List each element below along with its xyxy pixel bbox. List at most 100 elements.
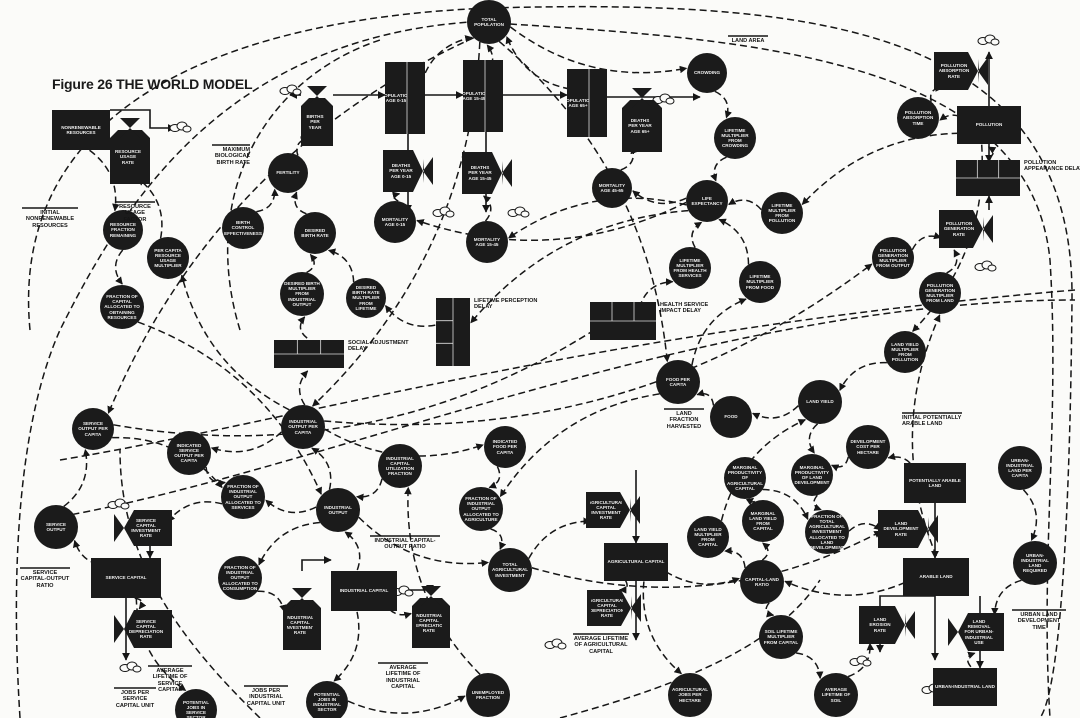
initial-arable-parameter: Initial Potentially Arable Land (902, 412, 962, 427)
node-label: Population Age 15-45 (463, 90, 485, 101)
ag-jobs-aux: Agricultural Jobs per Hectare (668, 673, 712, 717)
valve-icon (423, 157, 433, 185)
info-link-fraction-to-ag-to-total-ag-investment (490, 528, 507, 550)
fraction-to-ag-aux: Fraction of Industrial Output Allocated … (459, 487, 503, 531)
node-label: Land Erosion Rate (869, 617, 891, 633)
info-link-fertility-to-births (296, 136, 309, 156)
node-label: Pollution Generation Multiplier from Lan… (924, 282, 956, 304)
ag-capital-investment-rate-rate: Agricultural Capital Investment Rate (586, 492, 640, 528)
auxiliary-circle (714, 117, 756, 159)
cloud-sink-icon (507, 206, 530, 218)
potential-jobs-service-aux: Potential Jobs in Service Sector (175, 689, 217, 718)
valve-icon (632, 88, 652, 108)
auxiliary-circle (884, 331, 926, 373)
auxiliary-circle (846, 425, 890, 469)
cloud-sink-icon (279, 84, 302, 96)
info-link-arable-land-to-capital-land-ratio (784, 576, 916, 596)
info-link-mortality-0-15-to-deaths-0-15 (392, 191, 401, 202)
total-ag-investment-aux: Total Agricultural Investment (488, 548, 532, 592)
rate-body (462, 152, 502, 194)
land-development-rate-rate: Land Development Rate (878, 510, 938, 548)
land-erosion-rate-rate: Land Erosion Rate (859, 606, 915, 644)
auxiliary-circle (687, 516, 729, 558)
cloud-sink-icon (849, 655, 872, 667)
node-label: Service Capital (105, 575, 147, 581)
industrial-output-aux: Industrial Output (316, 488, 360, 532)
level-box (567, 69, 607, 137)
auxiliary-circle (378, 444, 422, 488)
info-link-soil-lifetime-mult-to-average-soil-lifetime (796, 652, 824, 680)
rate-body (412, 598, 450, 648)
node-label: Land Yield Multiplier from Pollution (891, 341, 919, 363)
node-label: Lifetime Perception Delay (474, 298, 538, 311)
material-flow (301, 556, 332, 571)
info-link-industrial-output-to-fraction-to-services (265, 499, 317, 514)
auxiliary-circle (466, 221, 508, 263)
rate-body (301, 98, 333, 146)
auxiliary-circle (805, 510, 849, 554)
per-capita-resource-mult-aux: Per Capita Resource Usage Multiplier (147, 237, 189, 279)
info-link-agricultural-capital-to-ag-jobs (642, 581, 682, 675)
auxiliary-circle (919, 272, 961, 314)
auxiliary-circle (281, 405, 325, 449)
auxiliary-circle (686, 180, 728, 222)
auxiliary-circle (103, 210, 143, 250)
level-box (957, 106, 1021, 144)
node-label: Capital-Land Ratio (745, 576, 779, 587)
node-label: Fraction of Capital Allocated to Obtaini… (104, 293, 140, 320)
feedback-loop (15, 21, 471, 718)
node-label: Agricultural Capital Investment Rate (590, 499, 622, 521)
info-link-arable-land-to-pollution-gen-land (911, 314, 941, 557)
node-label: Resource Usage Factor (119, 204, 151, 223)
marginal-prod-land-dev-aux: Marginal Productivity of Land Developmen… (791, 454, 833, 496)
rate-body (878, 510, 928, 548)
node-label: Food (724, 414, 738, 420)
info-link-industrial-output-per-capita-to-indicated-service (210, 431, 283, 454)
auxiliary-circle (687, 53, 727, 93)
info-link-lifetime-to-mortality-15-45 (508, 197, 687, 239)
land-yield-aux: Land Yield (798, 380, 842, 424)
valve-icon (292, 588, 312, 608)
info-link-desired-birth-mult-to-desired-birth-rate (306, 253, 318, 274)
node-label: Fraction of Total Agricultural Investmen… (808, 513, 846, 551)
node-label: Nonrenewable Resources (61, 124, 101, 135)
pollution-absorption-rate-rate: Pollution Absorption Rate (934, 52, 988, 90)
auxiliary-circle (280, 272, 324, 316)
resource-usage-factor-parameter: Resource Usage Factor (115, 201, 155, 223)
node-label: Lifetime Multiplier from Crowding (721, 127, 749, 149)
deaths-45-65-rate: Deaths per Year Age 65+ (622, 88, 662, 152)
auxiliary-circle (222, 207, 264, 249)
info-link-lifetime-to-mortality-45-65 (632, 190, 687, 205)
info-link-indicated-food-to-fraction-to-ag (488, 466, 501, 489)
industrial-output-per-capita-aux: Industrial Output per Capita (281, 405, 325, 449)
valve-icon (421, 586, 441, 606)
figure-title: Figure 26 THE WORLD MODEL (52, 76, 253, 92)
node-label: Land Development Rate (883, 521, 919, 537)
node-label: Industrial Capital-Output Ratio (374, 538, 436, 551)
industrial-capital-depreciation-rate: Industrial Capital Depreciation Rate (412, 586, 450, 648)
pollution-generation-rate-rate: Pollution Generation Rate (939, 210, 993, 248)
node-label: Industrial Capital Utilization Fraction (385, 455, 415, 477)
node-label: Pollution Generation Rate (943, 221, 975, 237)
level-box (904, 463, 966, 503)
node-label: Resource Fraction Remaining (109, 222, 137, 238)
birth-control-aux: Birth Control Effectiveness (222, 207, 264, 249)
node-label: Marginal Productivity of Agricultural Ca… (726, 464, 764, 491)
valve-icon (978, 57, 988, 85)
food-aux: Food (710, 396, 752, 438)
node-label: Potential Jobs in Industrial Sector (313, 691, 341, 713)
rate-body (124, 610, 172, 648)
auxiliary-circle (592, 168, 632, 208)
node-label: Development Cost per Hectare (850, 439, 886, 455)
development-cost-aux: Development Cost per Hectare (846, 425, 890, 469)
info-link-industrial-capital-util-to-industrial-output (356, 478, 383, 502)
auxiliary-circle (761, 192, 803, 234)
land-yield-capital-aux: Land Yield Multiplier from Capital (687, 516, 729, 558)
info-link-fraction-to-consumption-to-industrial-capital-investment-rate (257, 590, 287, 613)
soil-lifetime-mult-aux: Soil Lifetime Multiplier from Capital (759, 615, 803, 659)
auxiliary-circle (656, 360, 700, 404)
info-link-mortality-15-45-to-deaths-15-45 (483, 195, 492, 222)
info-link-unemployed-fraction-to-industrial-capital-util (404, 486, 481, 675)
info-link-service-output-per-capita-to-fraction-to-services (112, 436, 223, 489)
info-link-fraction-ag-to-dev-to-land-development-rate (848, 522, 882, 532)
